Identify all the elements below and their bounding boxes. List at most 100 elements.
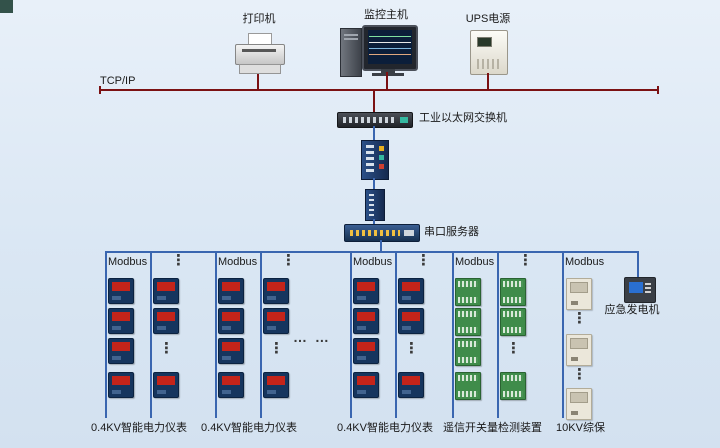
power-meter-icon: [108, 338, 134, 364]
power-meter-icon: [153, 308, 179, 334]
modbus-label: Modbus: [455, 256, 495, 268]
power-meter-icon: [218, 278, 244, 304]
comm-module-icon: [365, 189, 385, 221]
ethernet-switch-icon: [337, 112, 413, 128]
power-meter-icon: [353, 278, 379, 304]
power-meter-icon: [398, 308, 424, 334]
io-module-icon: [455, 278, 481, 306]
host-monitor-icon: [362, 25, 418, 71]
host-tower-icon: [340, 28, 362, 77]
group-bus-line: [150, 252, 152, 418]
continuation-dots-icon: ⋮: [159, 340, 174, 357]
modbus-group-2: Modbus ⋮ ⋮: [215, 252, 310, 422]
converter-module-line: [373, 178, 375, 189]
group-bus-line: [395, 252, 397, 418]
io-module-icon: [500, 308, 526, 336]
generator-controller-icon: [624, 277, 656, 303]
group-bus-line: [497, 252, 499, 418]
printer-drop-line: [257, 74, 259, 89]
modbus-group-5: Modbus ⋮ ⋮: [562, 252, 642, 422]
power-meter-icon: [353, 338, 379, 364]
modbus-group-1: Modbus ⋮ ⋮: [105, 252, 200, 422]
printer-tray: [239, 64, 281, 74]
power-meter-icon: [353, 372, 379, 398]
continuation-dots-icon: ⋮: [572, 310, 587, 327]
continuation-dots-icon: ⋮: [518, 252, 533, 269]
continuation-dots-icon: … …: [293, 329, 331, 345]
continuation-dots-icon: ⋮: [404, 340, 419, 357]
io-module-icon: [455, 372, 481, 400]
tcpip-bus-line: [100, 89, 658, 91]
group-bus-line: [215, 252, 217, 418]
group-bus-line: [562, 252, 564, 418]
protection-relay-icon: [566, 388, 592, 420]
host-drop-line: [386, 72, 388, 89]
group-bus-line: [105, 252, 107, 418]
tcpip-label: TCP/IP: [100, 75, 136, 87]
modbus-group-3: Modbus ⋮ ⋮: [350, 252, 445, 422]
ethernet-switch-label: 工业以太网交换机: [419, 112, 507, 124]
switch-converter-line: [373, 126, 375, 140]
ups-icon: [470, 30, 508, 75]
group-3-label: 0.4KV智能电力仪表: [337, 422, 433, 434]
continuation-dots-icon: ⋮: [416, 252, 431, 269]
protection-relay-icon: [566, 278, 592, 310]
modbus-label: Modbus: [353, 256, 393, 268]
generator-label: 应急发电机: [604, 304, 660, 316]
power-meter-icon: [108, 278, 134, 304]
group-4-label: 遥信开关量检测装置: [443, 422, 542, 434]
continuation-dots-icon: ⋮: [269, 340, 284, 357]
module-server-line: [373, 219, 375, 225]
tcpip-bus-endcap-right: [657, 86, 659, 94]
printer-label: 打印机: [242, 13, 276, 25]
group-5-label: 10KV综保: [556, 422, 605, 434]
ups-label: UPS电源: [465, 13, 511, 25]
group-bus-line: [260, 252, 262, 418]
power-meter-icon: [218, 338, 244, 364]
corner-mark: [0, 0, 13, 13]
modbus-bus-line: [105, 251, 639, 253]
modbus-group-4: Modbus ⋮ ⋮: [452, 252, 547, 422]
power-meter-icon: [108, 372, 134, 398]
monitor-stand: [381, 69, 395, 73]
serial-server-label: 串口服务器: [424, 226, 479, 238]
modbus-label: Modbus: [565, 256, 605, 268]
printer-icon: [233, 33, 285, 75]
continuation-dots-icon: ⋮: [171, 252, 186, 269]
power-meter-icon: [398, 278, 424, 304]
io-module-icon: [455, 338, 481, 366]
server-bus-line: [380, 240, 382, 252]
group-2-label: 0.4KV智能电力仪表: [201, 422, 297, 434]
power-meter-icon: [263, 278, 289, 304]
switch-drop-line: [373, 91, 375, 112]
power-meter-icon: [263, 372, 289, 398]
monitor-stand-base: [372, 73, 404, 76]
ups-drop-line: [487, 73, 489, 89]
monitor-screen: [368, 30, 412, 64]
continuation-dots-icon: ⋮: [281, 252, 296, 269]
printer-body: [235, 44, 285, 65]
group-bus-line: [350, 252, 352, 418]
modbus-label: Modbus: [218, 256, 258, 268]
power-meter-icon: [263, 308, 289, 334]
power-meter-icon: [108, 308, 134, 334]
power-meter-icon: [153, 278, 179, 304]
modbus-label: Modbus: [108, 256, 148, 268]
continuation-dots-icon: ⋮: [572, 366, 587, 383]
power-meter-icon: [153, 372, 179, 398]
group-bus-line: [452, 252, 454, 418]
io-module-icon: [500, 372, 526, 400]
protection-relay-icon: [566, 334, 592, 366]
host-label: 监控主机: [364, 9, 408, 21]
generator-drop-line: [637, 252, 639, 278]
fiber-converter-icon: [361, 140, 389, 180]
continuation-dots-icon: ⋮: [506, 340, 521, 357]
tcpip-bus-endcap-left: [99, 86, 101, 94]
power-meter-icon: [398, 372, 424, 398]
group-1-label: 0.4KV智能电力仪表: [91, 422, 187, 434]
power-meter-icon: [218, 372, 244, 398]
io-module-icon: [500, 278, 526, 306]
io-module-icon: [455, 308, 481, 336]
printer-slot: [242, 49, 276, 52]
